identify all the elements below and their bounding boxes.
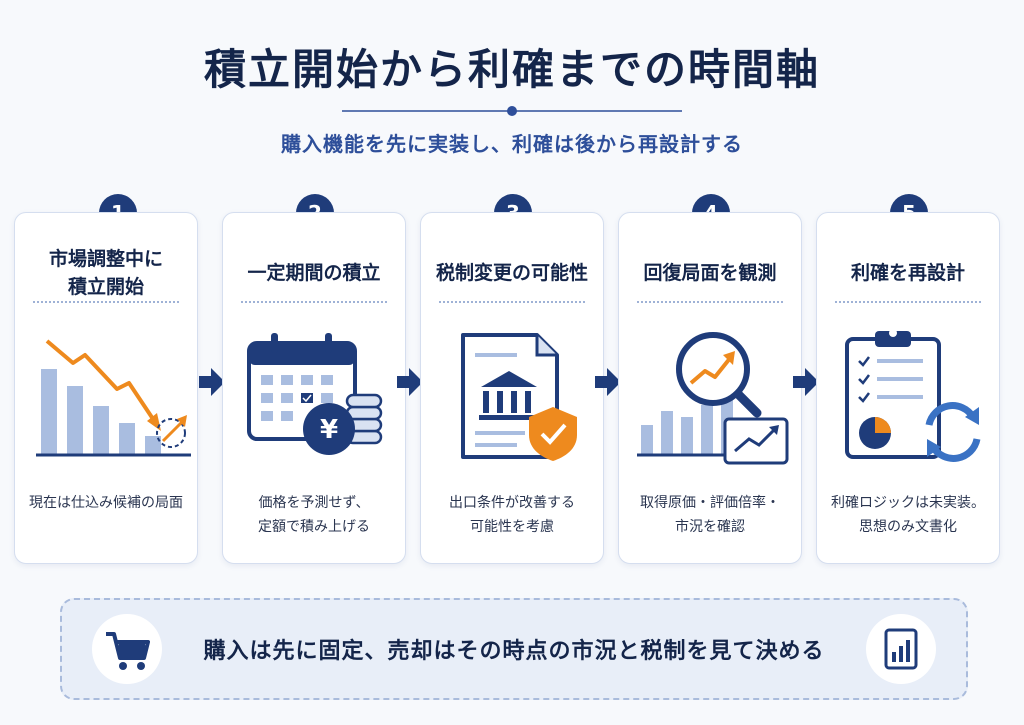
title-divider	[342, 106, 682, 116]
step-description: 出口条件が改善する 可能性を考慮	[449, 495, 575, 535]
declining-bar-chart-icon	[36, 339, 191, 457]
arrow-right-icon	[793, 368, 819, 396]
step-card-4: 回復局面を観測 取得原価・評価倍率・ 市況を確認	[618, 212, 802, 564]
step-title: 回復局面を観測	[643, 262, 777, 284]
step-card-2: 一定期間の積立 ¥ 価格を予測せず、 定額で積み上げる	[222, 212, 406, 564]
card-separator	[835, 301, 981, 303]
magnifier-rising-chart-icon	[637, 332, 789, 465]
step-description: 利確ロジックは未実装。 思想のみ文書化	[831, 495, 985, 535]
page-title: 積立開始から利確までの時間軸	[203, 45, 820, 94]
arrow-right-icon	[397, 368, 423, 396]
arrow-right-icon	[595, 368, 621, 396]
card-separator	[33, 301, 179, 303]
step-description: 現在は仕込み候補の局面	[29, 495, 183, 511]
card-separator	[439, 301, 585, 303]
step-card-1: 市場調整中に 積立開始 現在は仕込み候補の局面	[14, 212, 198, 564]
cart-icon	[106, 632, 150, 670]
step-card-3: 税制変更の可能性 出口条件が改善する 可能性を考慮	[420, 212, 604, 564]
card-separator	[241, 301, 387, 303]
cart-icon-circle	[92, 614, 162, 684]
step-card-5: 利確を再設計 利確ロジックは未実装。 思想のみ文書化	[816, 212, 1000, 564]
summary-text: 購入は先に固定、売却はその時点の市況と税制を見て決める	[203, 639, 825, 664]
clipboard-checklist-refresh-icon	[845, 329, 981, 462]
page-subtitle: 購入機能を先に実装し、利確は後から再設計する	[281, 132, 743, 156]
step-title: 市場調整中に 積立開始	[48, 248, 163, 298]
summary-banner: 購入は先に固定、売却はその時点の市況と税制を見て決める	[60, 598, 968, 700]
bar-chart-icon	[884, 628, 918, 670]
step-description: 取得原価・評価倍率・ 市況を確認	[640, 495, 780, 535]
svg-text:¥: ¥	[320, 415, 338, 445]
step-title: 税制変更の可能性	[435, 262, 588, 284]
calendar-yen-coins-icon: ¥	[247, 333, 383, 455]
arrow-right-icon	[199, 368, 225, 396]
step-title: 利確を再設計	[850, 262, 965, 284]
bar-chart-icon-circle	[866, 614, 936, 684]
tax-document-shield-icon	[461, 333, 577, 461]
step-description: 価格を予測せず、 定額で積み上げる	[258, 495, 370, 535]
card-separator	[637, 301, 783, 303]
step-title: 一定期間の積立	[247, 262, 381, 284]
